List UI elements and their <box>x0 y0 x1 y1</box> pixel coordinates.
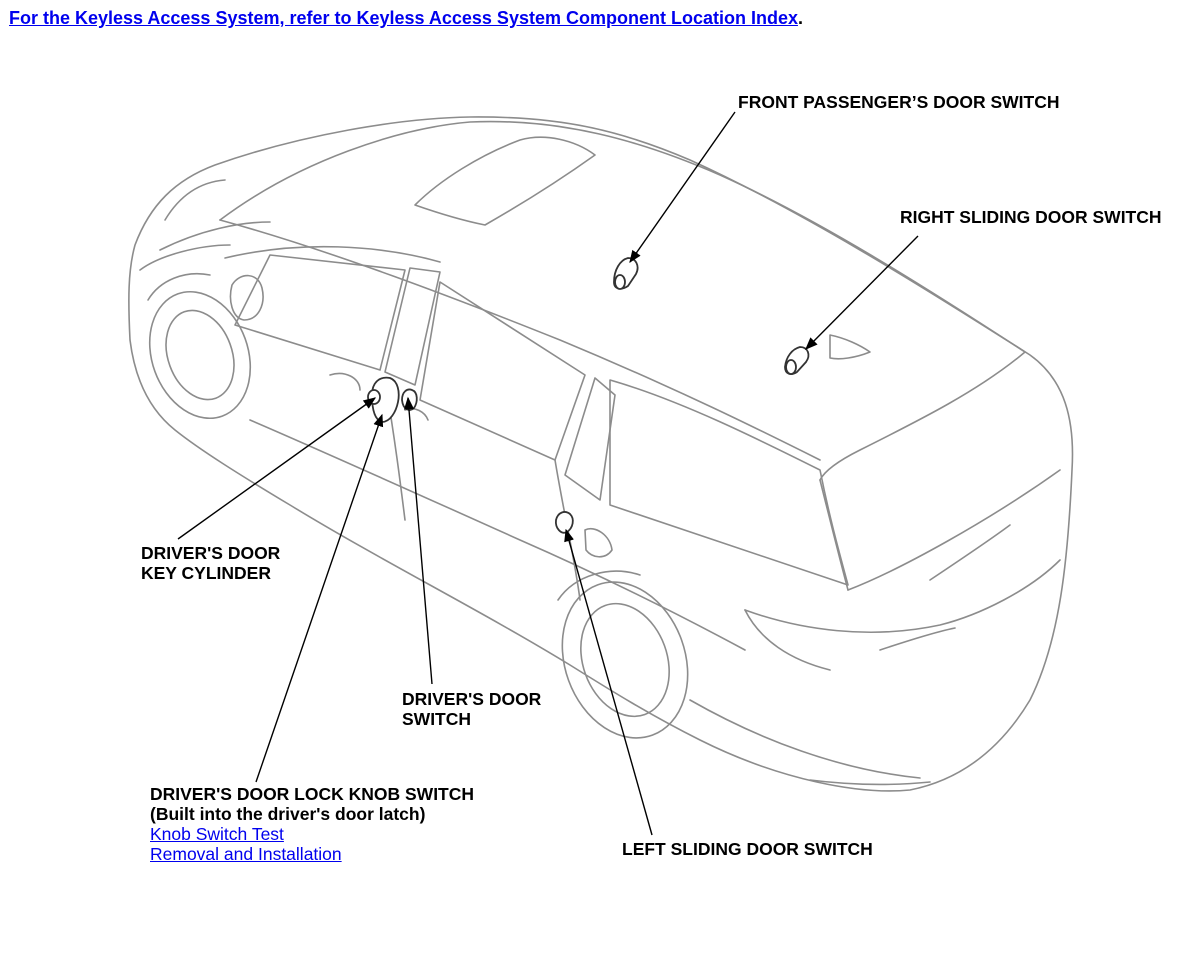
leader-right-sliding <box>805 235 919 350</box>
trailing-period: . <box>797 8 803 28</box>
leader-front-passenger <box>629 111 736 264</box>
leader-left-sliding <box>564 528 653 836</box>
door-switch-line-2: SWITCH <box>402 709 472 729</box>
knob-switch-test-link[interactable]: Knob Switch Test <box>150 824 284 844</box>
right-sliding-door-switch-icon <box>784 346 810 375</box>
removal-installation-link[interactable]: Removal and Installation <box>150 844 342 864</box>
callout-front-passenger-door-switch: FRONT PASSENGER’S DOOR SWITCH <box>738 92 1060 112</box>
keyless-access-reference: For the Keyless Access System, refer to … <box>9 8 803 29</box>
leader-key-cylinder <box>177 397 377 540</box>
keyless-access-index-link[interactable]: For the Keyless Access System, refer to … <box>9 8 798 28</box>
lock-knob-subtitle: (Built into the driver's door latch) <box>150 804 426 824</box>
front-passenger-door-switch-icon <box>613 257 639 290</box>
door-switch-line-1: DRIVER'S DOOR <box>402 689 542 709</box>
callout-drivers-door-lock-knob-switch: DRIVER'S DOOR LOCK KNOB SWITCH (Built in… <box>150 784 474 864</box>
key-cylinder-line-2: KEY CYLINDER <box>141 563 271 583</box>
leader-drivers-door-switch <box>403 396 433 685</box>
leader-lines <box>177 111 919 836</box>
key-cylinder-line-1: DRIVER'S DOOR <box>141 543 281 563</box>
callout-left-sliding-door-switch: LEFT SLIDING DOOR SWITCH <box>622 839 873 859</box>
leader-lock-knob <box>255 413 384 783</box>
left-sliding-door-switch-icon <box>555 511 574 534</box>
callout-right-sliding-door-switch: RIGHT SLIDING DOOR SWITCH <box>900 207 1162 227</box>
callout-drivers-door-key-cylinder: DRIVER'S DOOR KEY CYLINDER <box>141 543 280 583</box>
callout-drivers-door-switch: DRIVER'S DOOR SWITCH <box>402 689 541 729</box>
minivan-outline <box>128 116 1074 792</box>
lock-knob-title: DRIVER'S DOOR LOCK KNOB SWITCH <box>150 784 475 804</box>
